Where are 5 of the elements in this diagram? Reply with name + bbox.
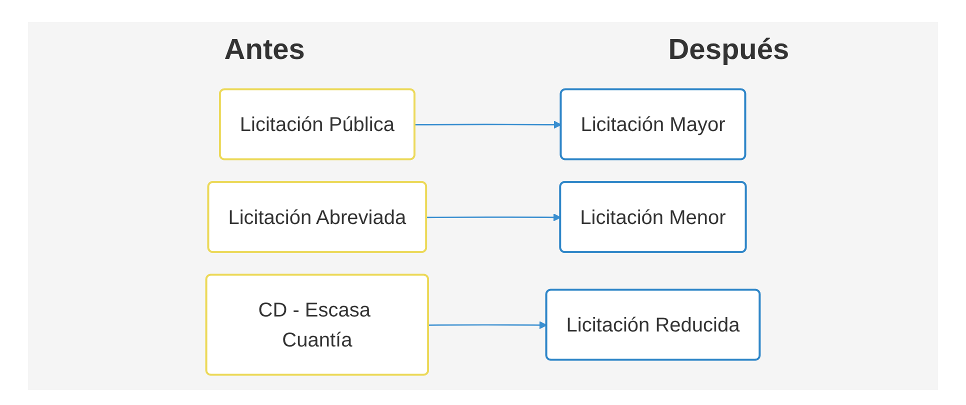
column-heading: Después bbox=[668, 34, 790, 67]
column-heading: Antes bbox=[224, 34, 305, 67]
arrow bbox=[426, 213, 561, 222]
arrow bbox=[414, 120, 562, 129]
arrow bbox=[428, 321, 548, 330]
